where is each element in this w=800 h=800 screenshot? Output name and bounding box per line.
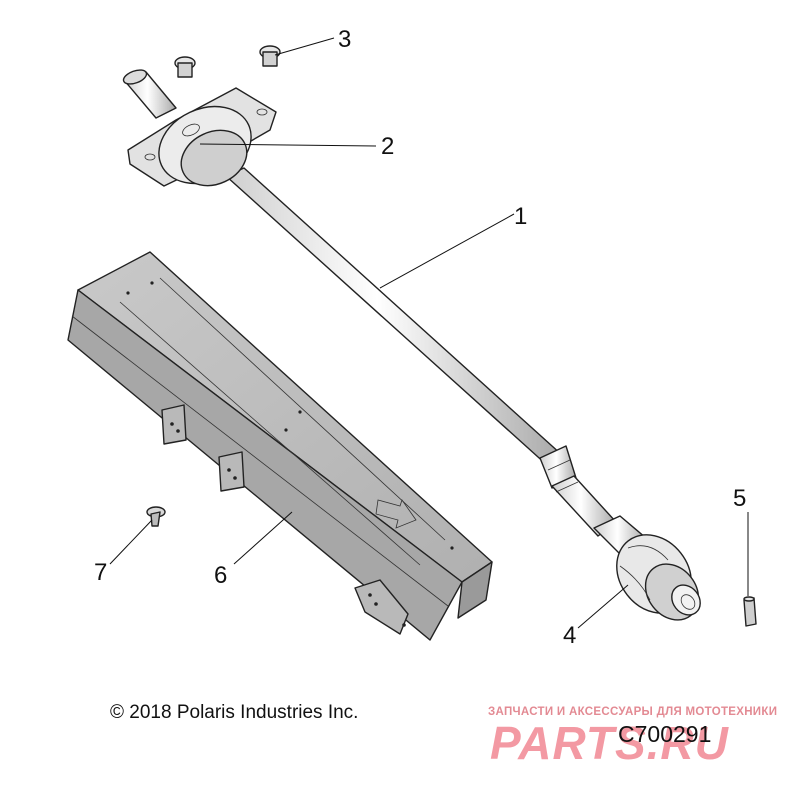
callout-6: 6 [214, 562, 227, 589]
yoke-part [616, 534, 701, 621]
watermark-logo: PARTS.RU [490, 717, 729, 769]
roll-pin-part [743, 596, 757, 627]
callout-2: 2 [381, 133, 394, 160]
diagram-code: C700291 [618, 721, 712, 747]
callout-5: 5 [733, 485, 746, 512]
watermark-tagline: ЗАПЧАСТИ И АКСЕССУАРЫ ДЛЯ МОТОТЕХНИКИ [488, 706, 778, 718]
callout-4: 4 [563, 622, 576, 649]
callout-1: 1 [514, 203, 527, 230]
front-arrow-icon [375, 499, 417, 529]
callout-3: 3 [338, 26, 351, 53]
push-rivet-part [146, 506, 166, 527]
bolt-part [174, 45, 281, 78]
leader-lines [109, 37, 749, 629]
heat-shield-part [67, 251, 493, 641]
copyright-notice: © 2018 Polaris Industries Inc. [110, 702, 359, 723]
callout-7: 7 [94, 559, 107, 586]
